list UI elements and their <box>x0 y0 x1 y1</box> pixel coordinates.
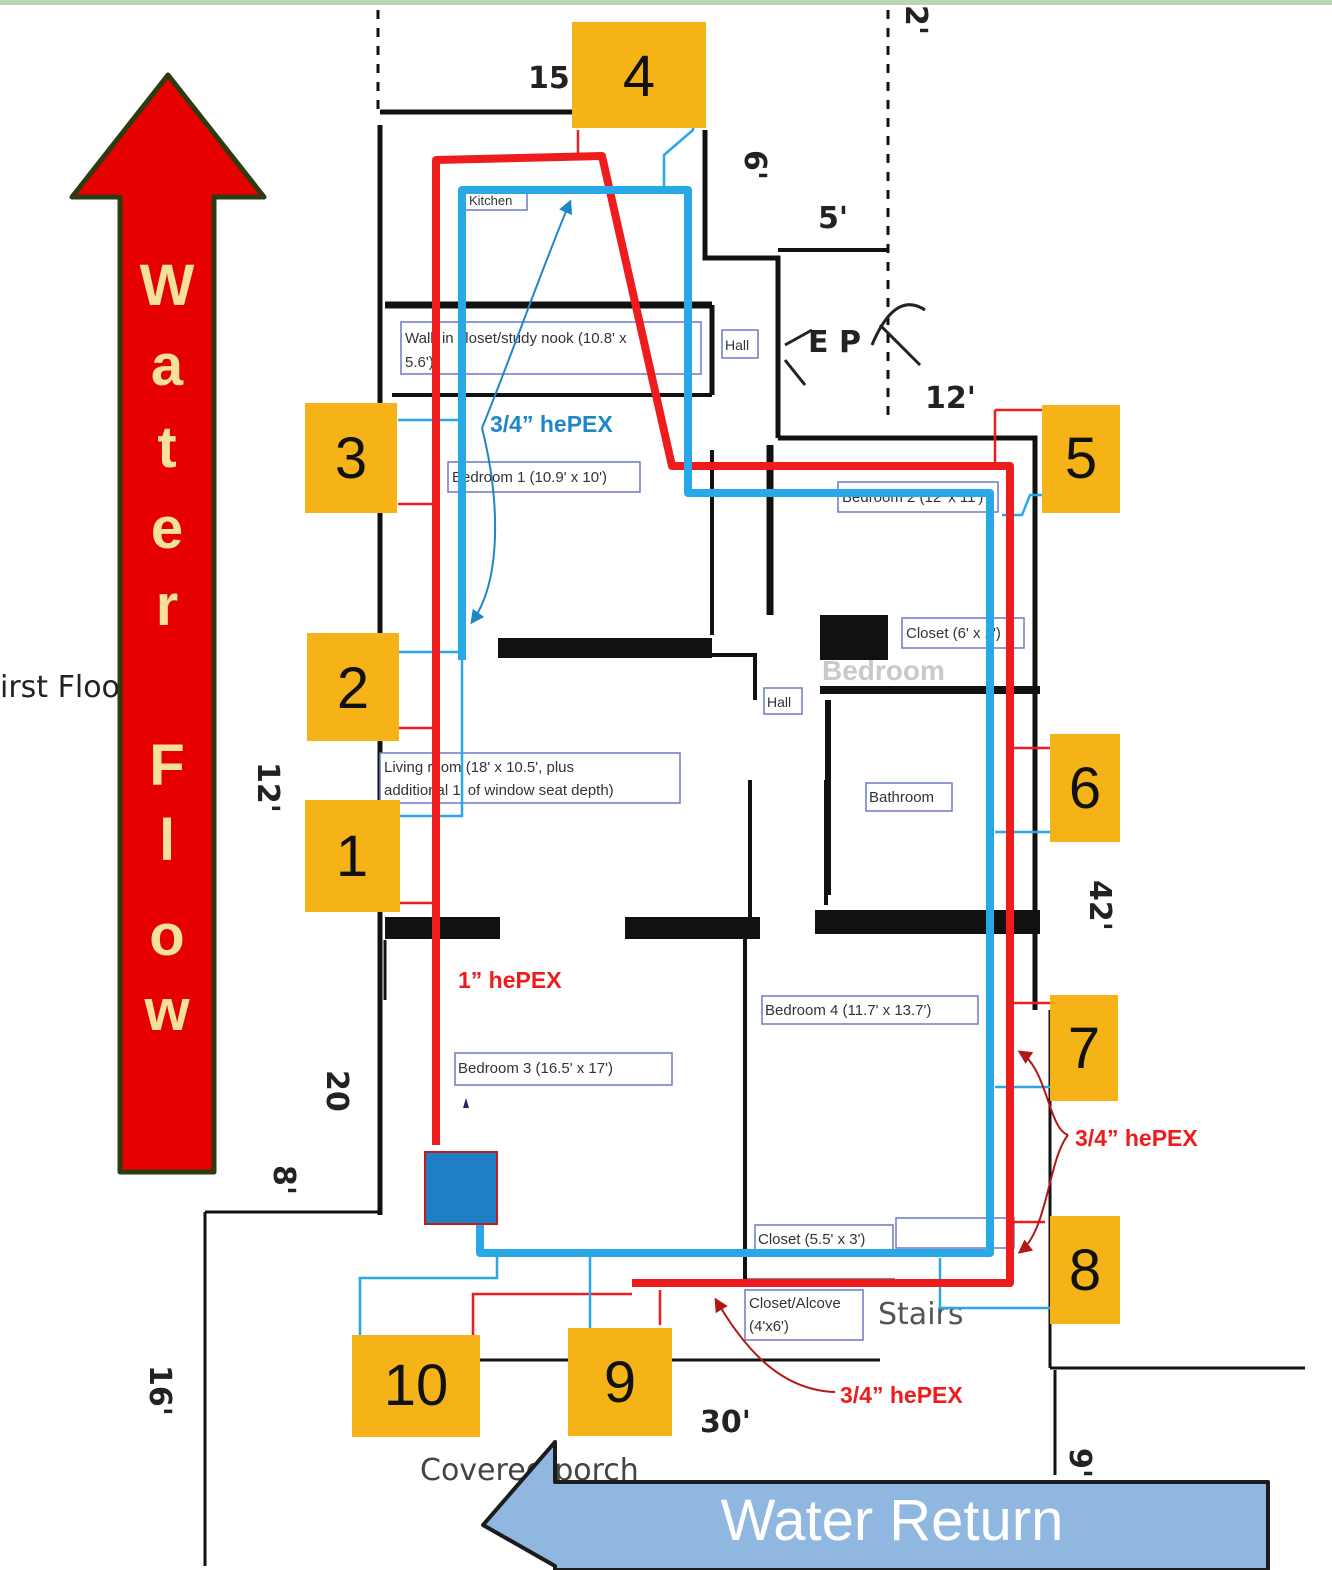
small-marker <box>463 1098 469 1108</box>
branch-lines-red <box>398 130 1050 1342</box>
zone-10: 10 <box>384 1353 449 1418</box>
room-closet-6x2: Closet (6' x 2') <box>906 625 1001 642</box>
room-hall-mid: Hall <box>767 694 791 710</box>
entry-porch-door <box>783 303 926 386</box>
dim-12-right: 12' <box>925 381 976 416</box>
dim-12-left: 12' <box>250 762 285 813</box>
branch-lines-blue <box>358 120 1050 1338</box>
return-loop-blue <box>458 186 994 1257</box>
zone-9: 9 <box>604 1350 636 1415</box>
dim-42: 42' <box>1082 880 1117 931</box>
room-bedroom-faded: Bedroom <box>822 655 945 686</box>
label-blue-pipe: 3/4” hePEX <box>490 411 613 437</box>
dim-5: 5' <box>818 201 848 236</box>
label-red-bottom-pipe: 3/4” hePEX <box>840 1382 963 1408</box>
annotation-arrows <box>470 199 1069 1393</box>
zone-3: 3 <box>335 426 367 491</box>
room-kitchen: Kitchen <box>469 193 512 208</box>
label-red-main-pipe: 1” hePEX <box>458 967 562 993</box>
top-frame-band <box>0 0 1332 5</box>
water-return-label: Water Return <box>721 1488 1064 1553</box>
zone-8: 8 <box>1069 1238 1101 1303</box>
room-hall-top: Hall <box>725 337 749 353</box>
dim-20: 20 <box>319 1070 354 1112</box>
room-bedroom1: Bedroom 1 (10.9' x 10') <box>452 469 607 486</box>
room-bathroom: Bathroom <box>869 789 934 806</box>
label-ep: E P <box>808 325 861 360</box>
wall-block <box>820 615 888 660</box>
room-walkin-line2: 5.6') <box>405 354 434 371</box>
room-living-line1: Living room (18' x 10.5', plus <box>384 759 574 776</box>
room-closet-alcove-line1: Closet/Alcove <box>749 1295 841 1312</box>
dim-6: 6' <box>737 150 772 180</box>
room-closet-55x3: Closet (5.5' x 3') <box>758 1231 865 1248</box>
dim-9: 9' <box>1062 1448 1097 1478</box>
empty-label-box <box>895 1217 1015 1249</box>
zone-4: 4 <box>623 44 655 109</box>
zone-7: 7 <box>1068 1016 1100 1081</box>
zone-5: 5 <box>1065 426 1097 491</box>
room-living-line2: additional 1' of window seat depth) <box>384 782 614 799</box>
room-bedroom4: Bedroom 4 (11.7' x 13.7') <box>765 1002 931 1019</box>
dim-2: 2' <box>898 5 933 35</box>
label-red-right-pipe: 3/4” hePEX <box>1075 1125 1198 1151</box>
label-first-floor: irst Floo <box>0 670 120 705</box>
room-labels: Kitchen Walk in closet/study nook (10.8'… <box>379 189 1025 1488</box>
building-walls <box>203 10 1305 1566</box>
dim-15: 15 <box>528 61 570 96</box>
dimension-labels: 15 5' 12' 30' 6' 2' 12' 42' 20 8' 16' 9' <box>142 5 1117 1478</box>
supply-loop-red <box>432 152 1014 1287</box>
dim-30: 30' <box>700 1405 751 1440</box>
manifold-box <box>424 1151 498 1225</box>
zone-6: 6 <box>1069 756 1101 821</box>
zone-boxes: 3 2 1 4 5 6 7 8 9 10 <box>305 22 1120 1437</box>
zone-1: 1 <box>336 824 368 889</box>
dim-8: 8' <box>266 1165 301 1195</box>
room-closet-alcove-line2: (4'x6') <box>749 1318 789 1335</box>
water-return-arrow: Water Return <box>481 1440 1270 1570</box>
dim-16: 16' <box>142 1365 177 1416</box>
zone-2: 2 <box>337 656 369 721</box>
room-stairs: Stairs <box>878 1297 964 1332</box>
room-bedroom3: Bedroom 3 (16.5' x 17') <box>458 1060 613 1077</box>
